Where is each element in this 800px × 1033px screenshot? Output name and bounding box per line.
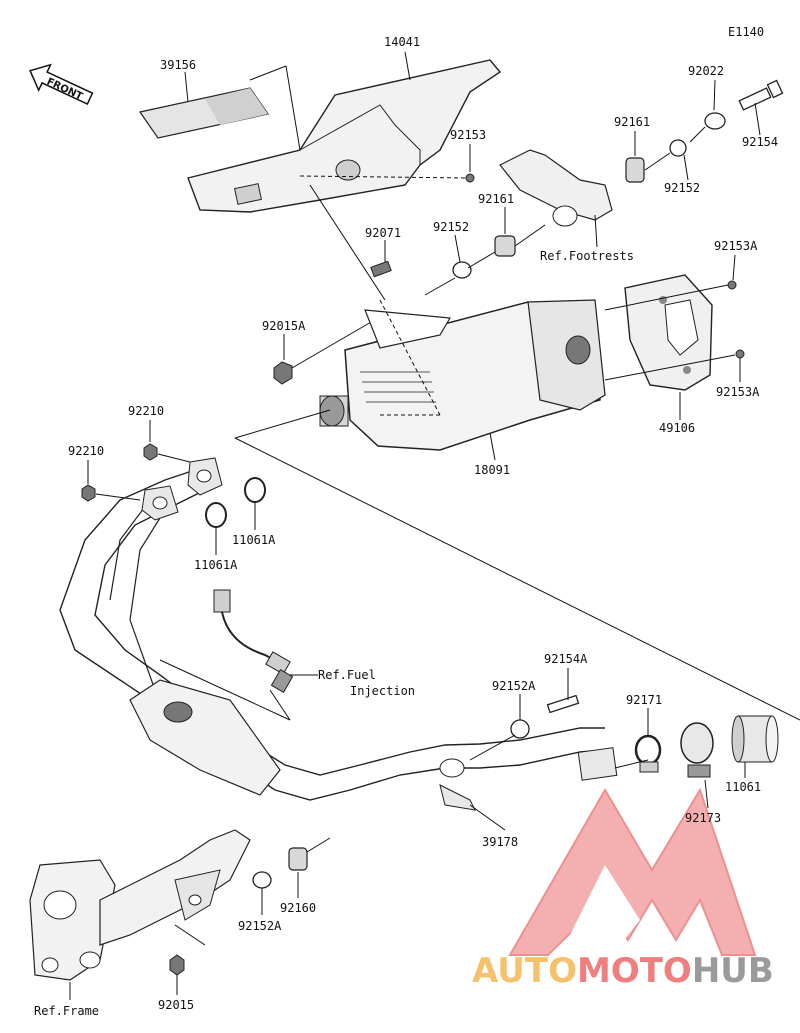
- washer-92022: [704, 112, 726, 130]
- label-92154A: 92154A: [544, 652, 588, 666]
- nut-92210-a: [143, 443, 158, 461]
- watermark-part3: HUB: [692, 951, 774, 991]
- muffler-18091: [319, 299, 606, 451]
- ref-fuel-injection-line1: Ref.Fuel: [318, 668, 376, 682]
- label-18091: 18091: [474, 463, 510, 477]
- label-sticker-part: [138, 87, 270, 139]
- diagram-code: E1140: [728, 25, 764, 39]
- spring-92071: [370, 260, 392, 278]
- label-92154: 92154: [742, 135, 778, 149]
- bolt-92154: [738, 79, 784, 111]
- label-92152-b: 92152: [433, 220, 469, 234]
- bolt-92153A-b: [735, 349, 745, 359]
- ref-footrests: Ref.Footrests: [540, 249, 634, 263]
- exhaust-flange: [141, 457, 223, 521]
- muffler-cover-part: [187, 59, 502, 213]
- frame-ref: [29, 829, 251, 981]
- footrest-bracket-ref: [499, 149, 613, 227]
- gasket-11061A-a: [244, 477, 266, 503]
- label-92153A-a: 92153A: [714, 239, 758, 253]
- label-92152A-b: 92152A: [238, 919, 282, 933]
- front-arrow-icon: FRONT: [29, 63, 94, 106]
- clamp-92173: [680, 722, 714, 778]
- oxygen-sensor-ref: [213, 589, 294, 693]
- watermark-part1: AUTO: [472, 951, 577, 991]
- label-92210-a: 92210: [128, 404, 164, 418]
- label-92173: 92173: [685, 811, 721, 825]
- label-92171: 92171: [626, 693, 662, 707]
- label-92161-b: 92161: [478, 192, 514, 206]
- grommet-92161-b: [494, 235, 516, 257]
- label-92153A-b: 92153A: [716, 385, 760, 399]
- label-39178: 39178: [482, 835, 518, 849]
- label-92152A-a: 92152A: [492, 679, 536, 693]
- nut-92210-b: [81, 484, 96, 502]
- label-92015: 92015: [158, 998, 194, 1012]
- label-11061: 11061: [725, 780, 761, 794]
- bolt-92153: [465, 173, 475, 183]
- label-39156: 39156: [160, 58, 196, 72]
- watermark-part2: MOTO: [577, 951, 692, 991]
- clamp-92171: [634, 734, 662, 773]
- bolt-92153A-a: [727, 280, 737, 290]
- label-92161-a: 92161: [614, 115, 650, 129]
- label-92015A: 92015A: [262, 319, 306, 333]
- gasket-11061A-b: [205, 502, 227, 528]
- nut-92015: [169, 954, 185, 976]
- label-14041: 14041: [384, 35, 420, 49]
- label-92071: 92071: [365, 226, 401, 240]
- collar-92152-b: [452, 261, 472, 279]
- ref-frame: Ref.Frame: [34, 1004, 99, 1018]
- label-11061A-a: 11061A: [232, 533, 276, 547]
- gasket-11061: [731, 715, 779, 763]
- collar-92152A-b: [252, 871, 272, 889]
- nut-92015A: [273, 361, 293, 385]
- bolt-92154A: [546, 694, 580, 714]
- ref-fuel-injection-line2: Injection: [350, 684, 415, 698]
- label-49106: 49106: [659, 421, 695, 435]
- label-92153: 92153: [450, 128, 486, 142]
- heat-guard-49106: [624, 274, 713, 391]
- label-92210-b: 92210: [68, 444, 104, 458]
- grommet-92161-a: [625, 157, 645, 183]
- label-92160: 92160: [280, 901, 316, 915]
- collar-92152-a: [669, 139, 687, 157]
- exhaust-pipe-39178: [59, 469, 618, 811]
- label-11061A-b: 11061A: [194, 558, 238, 572]
- label-92152-a: 92152: [664, 181, 700, 195]
- watermark-logo: [508, 787, 757, 956]
- watermark-text: AUTOMOTOHUB: [472, 951, 774, 991]
- grommet-92160: [288, 847, 308, 871]
- label-92022: 92022: [688, 64, 724, 78]
